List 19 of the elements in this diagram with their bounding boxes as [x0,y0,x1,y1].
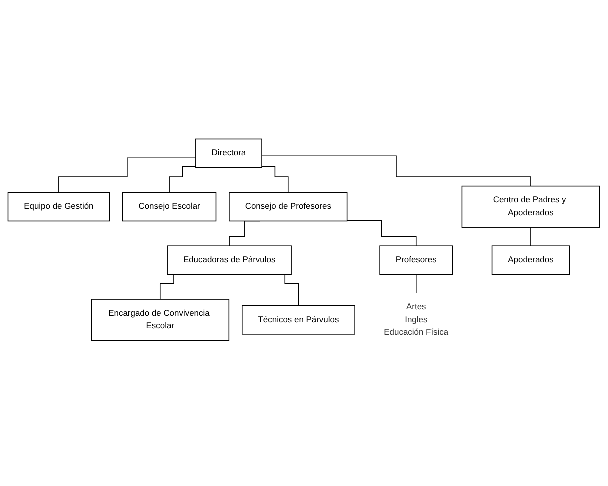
node-label: Artes [406,302,426,312]
node-box: Directora [196,138,262,168]
node-box: Apoderados [492,246,570,275]
node-box: Centro de Padres y Apoderados [462,186,600,228]
node-label: Educación Física [384,328,449,337]
connector [169,166,196,193]
connector [530,227,532,246]
node-box: Consejo de Profesores [229,192,348,222]
node-box: Educadoras de Párvulos [167,246,292,275]
node-box: Profesores [380,246,454,275]
connector [346,220,417,246]
node-label: Ingles [405,315,428,324]
node-box: Técnicos en Párvulos [242,305,356,335]
connector [262,166,289,193]
node-box: Consejo Escolar [122,192,217,222]
connector [262,156,532,187]
node-box: Equipo de Gestión [8,192,110,222]
node-box: Encargado de Convivencia Escolar [91,298,230,341]
connector [58,158,196,193]
